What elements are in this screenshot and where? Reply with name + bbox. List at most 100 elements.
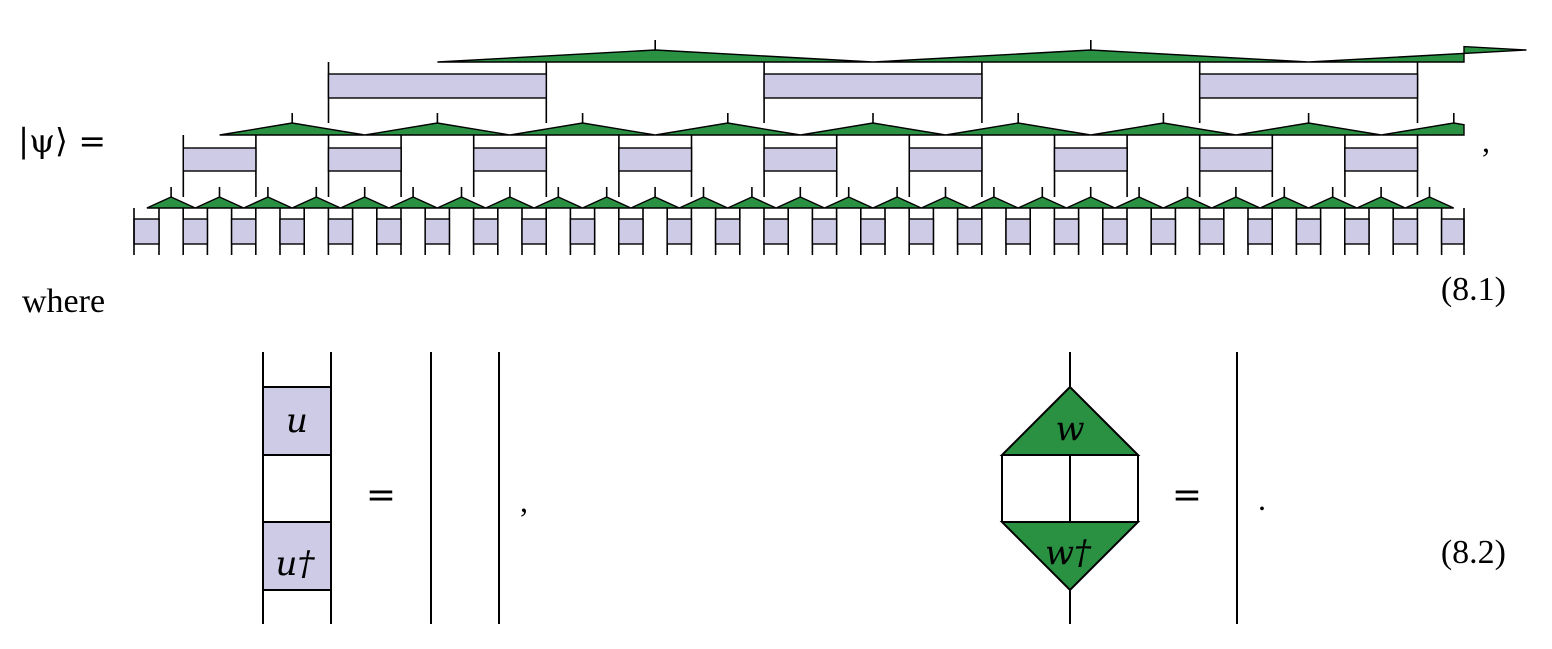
disentangler-bottom [472, 218, 499, 245]
isometry-level-1 [1211, 196, 1261, 209]
isometry-level-1 [582, 196, 632, 209]
disentangler-middle [763, 147, 838, 172]
eq1-comma: , [1482, 123, 1490, 159]
disentangler-bottom [569, 218, 596, 245]
disentangler-bottom [956, 218, 983, 245]
w-label: w [1055, 409, 1084, 449]
isometry-level-1 [775, 196, 825, 209]
u-comma: , [520, 483, 528, 519]
disentangler-bottom [424, 218, 451, 245]
w-dagger-triangle [999, 521, 1141, 592]
u-box [262, 386, 332, 456]
isometry-level-1 [1114, 196, 1164, 209]
isometry-level-2 [1381, 122, 1465, 136]
disentangler-bottom [1005, 218, 1031, 245]
disentangler-bottom [1392, 218, 1419, 245]
isometry-level-1 [533, 196, 583, 209]
disentangler-bottom [811, 218, 838, 245]
isometry-level-1 [340, 196, 390, 209]
disentangler-bottom [618, 218, 644, 245]
isometry-level-1 [872, 196, 922, 209]
disentangler-bottom [763, 218, 789, 245]
disentangler-bottom [230, 218, 257, 245]
isometry-level-1 [388, 196, 438, 209]
disentangler-top [763, 73, 983, 99]
isometry-level-1 [146, 196, 196, 209]
isometry-level-1 [1017, 196, 1067, 209]
isometry-level-2 [800, 122, 946, 136]
isometry-level-1 [195, 196, 244, 209]
disentangler-bottom [279, 218, 305, 245]
u-equals: = [366, 475, 396, 516]
disentangler-bottom [1295, 218, 1322, 245]
disentangler-middle [182, 147, 257, 172]
unitary-identity [262, 352, 500, 624]
isometry-level-1 [1405, 196, 1454, 209]
isometry-level-1 [630, 196, 680, 209]
disentangler-bottom [521, 218, 547, 245]
isometry-level-1 [921, 196, 970, 209]
disentangler-middle [1344, 147, 1419, 172]
isometry-level-1 [1259, 196, 1309, 209]
disentangler-bottom [860, 218, 886, 245]
disentangler-middle [327, 147, 402, 172]
equation-number-8-2: (8.2) [1441, 534, 1506, 571]
disentangler-middle [473, 147, 548, 172]
disentangler-bottom [133, 218, 160, 245]
disentangler-top [327, 73, 548, 99]
equation-number-8-1: (8.1) [1441, 271, 1506, 308]
isometry-level-1 [1066, 196, 1116, 209]
disentangler-bottom [1053, 218, 1080, 245]
isometry-level-1 [291, 196, 341, 209]
isometry-level-3 [1308, 45, 1527, 63]
mera-network [133, 40, 1527, 255]
isometry-level-1 [679, 196, 728, 209]
u-label: u [286, 401, 308, 441]
isometry-level-1 [969, 196, 1019, 209]
isometry-level-1 [437, 196, 486, 209]
disentangler-bottom [1102, 218, 1128, 245]
isometry-level-2 [1090, 122, 1237, 136]
u-dagger-box [262, 521, 332, 591]
disentangler-bottom [908, 218, 935, 245]
isometry-level-2 [219, 122, 365, 136]
disentangler-bottom [1440, 218, 1465, 245]
disentangler-bottom [666, 218, 693, 245]
isometry-level-3 [437, 49, 874, 63]
psi-ket-lhs: |ψ⟩ = [18, 121, 106, 160]
isometry-identity [999, 352, 1238, 624]
isometry-level-3 [872, 49, 1309, 63]
disentangler-middle [908, 147, 983, 172]
disentangler-bottom [1198, 218, 1225, 245]
disentangler-bottom [376, 218, 402, 245]
disentangler-middle [618, 147, 693, 172]
disentangler-top [1198, 73, 1419, 99]
w-dagger-label: w† [1045, 533, 1092, 573]
disentangler-bottom [714, 218, 741, 245]
isometry-level-1 [824, 196, 874, 209]
isometry-level-2 [945, 122, 1091, 136]
isometry-level-1 [243, 196, 293, 209]
isometry-level-1 [1308, 196, 1358, 209]
disentangler-bottom [1247, 218, 1273, 245]
isometry-level-1 [485, 196, 535, 209]
disentangler-bottom [1150, 218, 1177, 245]
w-period: . [1258, 481, 1266, 517]
disentangler-bottom [327, 218, 354, 245]
isometry-level-1 [1356, 196, 1406, 209]
disentangler-middle [1053, 147, 1128, 172]
where-text: where [22, 283, 105, 320]
isometry-level-2 [509, 122, 656, 136]
disentangler-bottom [182, 218, 209, 245]
u-dagger-label: u† [276, 544, 316, 584]
isometry-level-1 [1163, 196, 1212, 209]
isometry-level-2 [1235, 122, 1382, 136]
isometry-level-2 [655, 122, 801, 136]
disentangler-bottom [1344, 218, 1370, 245]
isometry-level-1 [727, 196, 777, 209]
isometry-level-2 [364, 122, 511, 136]
disentangler-middle [1198, 147, 1273, 172]
w-equals: = [1172, 475, 1202, 516]
